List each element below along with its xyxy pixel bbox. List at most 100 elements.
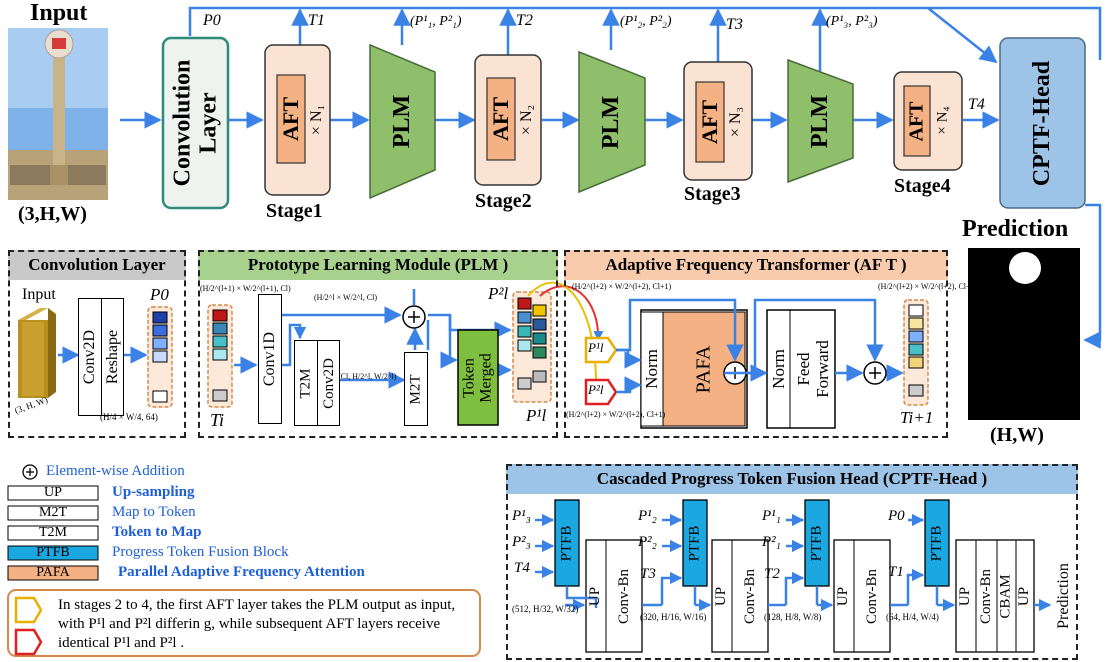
conv-layer-block	[161, 36, 230, 210]
up-5-label: UP	[1016, 586, 1033, 606]
p1-pair-label: (P¹₁, P²₁)	[410, 14, 462, 29]
n4-label: × N₄	[934, 105, 951, 135]
head-in1-b: P²₃	[512, 534, 531, 550]
aft-pl2-tag: P²l	[588, 382, 604, 397]
conv-panel-title: Convolution Layer	[28, 255, 166, 274]
head-shape-2: (320, H/16, W/16)	[640, 612, 707, 622]
head-in1-a: P¹₃	[512, 508, 531, 524]
up-4-label: UP	[957, 586, 974, 606]
t1-label: T1	[308, 12, 325, 29]
head-in3-b: P²₁	[762, 534, 781, 550]
plm-block-1	[369, 43, 436, 200]
plm-label-2: PLM	[598, 95, 625, 149]
pafa-label: PAFA	[692, 345, 715, 393]
stage2-label: Stage2	[475, 190, 532, 212]
aft-stage1: AFT	[278, 97, 303, 141]
stage1-label: Stage1	[266, 200, 323, 222]
head-in4-a: P0	[888, 508, 905, 524]
plm-panel	[198, 250, 558, 438]
aft-ti1-label: Ti+1	[900, 408, 934, 427]
plm-block-3	[787, 58, 854, 184]
conv-panel	[8, 250, 186, 438]
head-shape-1: (512, H/32, W/32)	[512, 604, 579, 614]
head-in2-c: T3	[640, 566, 656, 582]
reshape-label: Reshape	[104, 329, 122, 385]
n2-label: × N₂	[518, 104, 535, 136]
p3-pair-label: (P¹₃, P²₃)	[826, 14, 878, 29]
head-in1-c: T4	[514, 560, 530, 576]
aft-stage4: AFT	[905, 101, 928, 141]
aft-stage2: AFT	[488, 97, 513, 141]
cbam-label: CBAM	[998, 573, 1014, 619]
plm-shape-mid: (H/2^l × W/2^l, Cl)	[314, 293, 377, 302]
conv-layer-label: Convolution Layer	[169, 59, 222, 187]
prediction-title: Prediction	[962, 216, 1069, 242]
legend-pafa-key: PAFA	[36, 565, 70, 580]
m2t-block	[404, 352, 428, 426]
up-2-label: UP	[713, 586, 730, 606]
ptfb-2-label: PTFB	[686, 525, 703, 561]
ptfb-4-label: PTFB	[928, 525, 945, 561]
legend-add: Element-wise Addition	[46, 463, 185, 479]
conv1d-block	[258, 294, 282, 424]
t4-label: T4	[968, 96, 985, 113]
head-panel	[506, 464, 1078, 660]
up-1-label: UP	[587, 586, 604, 606]
t2m-label: T2M	[297, 368, 313, 398]
aft-panel	[564, 250, 948, 438]
aft-norm1-label: Norm	[642, 349, 662, 389]
conv1d-label: Conv1D	[261, 331, 279, 387]
aft-pl1-tag: P¹l	[588, 340, 604, 355]
convbn-2-label: Conv-Bn	[741, 568, 758, 624]
plm-block-2	[578, 50, 646, 194]
head-prediction-label: Prediction	[1055, 563, 1073, 629]
head-shape-4: (64, H/4, W/4)	[886, 612, 939, 622]
plm-label-1: PLM	[388, 94, 415, 148]
ptfb-1-label: PTFB	[558, 525, 575, 561]
plm-label-3: PLM	[806, 94, 833, 148]
head-in2-a: P¹₂	[638, 508, 657, 524]
p2-pair-label: (P¹₂, P²₂)	[620, 14, 672, 29]
cptf-head-block	[999, 37, 1086, 209]
legend-note: In stages 2 to 4, the first AFT layer ta…	[58, 597, 456, 651]
conv-input-label: Input	[22, 286, 56, 303]
head-in2-b: P²₂	[638, 534, 657, 550]
legend-m2t-key: M2T	[39, 505, 67, 520]
plm-pl2-label: P²l	[488, 284, 509, 303]
head-panel-title: Cascaded Progress Token Fusion Head (CPT…	[596, 469, 988, 488]
n3-label: × N₃	[727, 106, 744, 138]
conv-out-shape: (H/4 × W/4, 64)	[100, 412, 158, 422]
head-shape-3: (128, H/8, W/8)	[764, 612, 822, 622]
head-in3-a: P¹₁	[762, 508, 781, 524]
plm-shape-map: (Cl, H/2^l, W/2^l)	[338, 372, 397, 381]
conv-panel-graphic	[18, 308, 56, 398]
convbn-4-label: Conv-Bn	[978, 568, 995, 624]
conv-p0-label: P0	[150, 285, 169, 304]
legend-pafa: Parallel Adaptive Frequency Attention	[118, 564, 365, 580]
m2t-label: M2T	[407, 374, 424, 404]
head-in3-c: T2	[764, 566, 780, 582]
ptfb-3-label: PTFB	[808, 525, 825, 561]
plm-ti-label: Ti	[210, 410, 225, 430]
convbn-3-label: Conv-Bn	[863, 568, 880, 624]
head-in4-b: T1	[888, 564, 904, 580]
aft-shape-a: (H/2^(l+2) × W/2^(l+2), Cl+1)	[572, 282, 672, 291]
aft-stage3: AFT	[697, 100, 722, 144]
output-shape: (H,W)	[990, 424, 1044, 446]
conv2d-label: Conv2D	[81, 329, 99, 385]
token-merged-label: Token Merged	[461, 352, 495, 403]
up-3-label: UP	[835, 586, 852, 606]
legend-up: Up-sampling	[112, 484, 195, 500]
aft-norm2-label: Norm	[768, 349, 788, 389]
legend-ptfb: Progress Token Fusion Block	[112, 544, 289, 560]
aft-shape-b: (H/2^(l+2) × W/2^(l+2), Cl+1)	[566, 410, 666, 419]
legend-m2t: Map to Token	[112, 504, 196, 520]
stage4-label: Stage4	[894, 175, 951, 197]
input-shape: (3,H,W)	[18, 203, 87, 225]
feed-forward-label: Feed Forward	[793, 340, 832, 398]
t2-label: T2	[516, 12, 533, 29]
aft-shape-c: (H/2^(l+2) × W/2^(l+2), Cl+1)	[878, 282, 978, 291]
plm-panel-title: Prototype Learning Module (PLM )	[247, 255, 509, 274]
plm-pl1-label: P¹l	[526, 406, 547, 425]
legend-ptfb-key: PTFB	[36, 545, 70, 560]
